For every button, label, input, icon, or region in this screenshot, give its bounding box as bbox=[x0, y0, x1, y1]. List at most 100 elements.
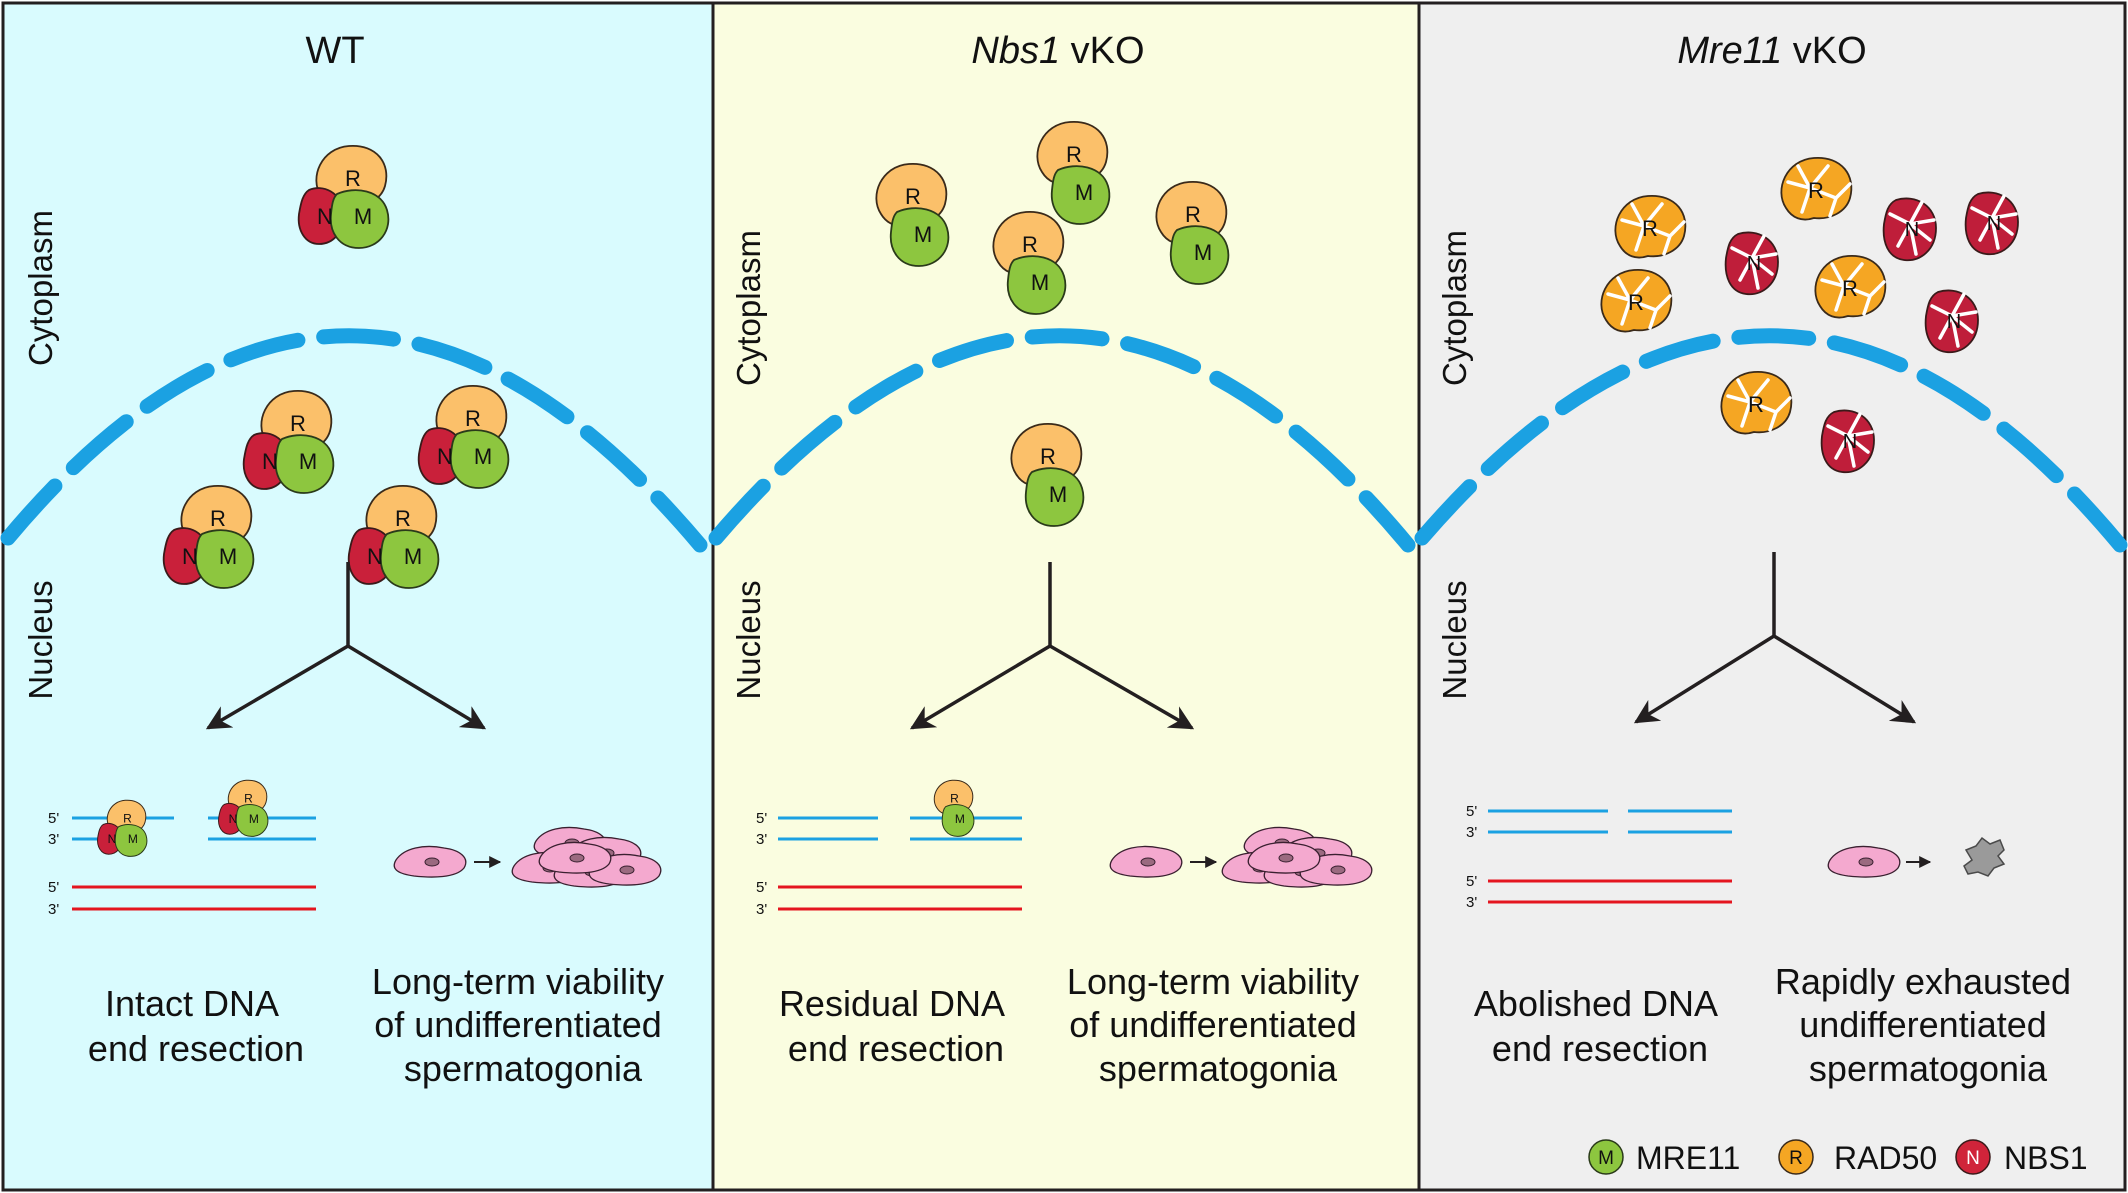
degraded-nbs1: N bbox=[1723, 230, 1780, 296]
mre11-legend-icon bbox=[1588, 1139, 1624, 1175]
mre11-letter: M bbox=[249, 812, 259, 826]
legend: M MRE11 R RAD50 N NBS1 bbox=[1588, 1139, 2088, 1176]
legend-letter-n: N bbox=[1966, 1148, 1980, 1169]
nbs1-letter: N bbox=[437, 444, 453, 469]
mr-complex: RM bbox=[1010, 422, 1085, 527]
nbs1-prime3-top: 3' bbox=[756, 831, 767, 848]
nbs1-letter: N bbox=[1905, 219, 1919, 241]
degraded-nbs1: N bbox=[1881, 196, 1938, 262]
mre11-letter: M bbox=[219, 544, 237, 569]
wt-nucleus-label: Nucleus bbox=[22, 580, 59, 699]
mr-complex: RM bbox=[1036, 120, 1111, 225]
nbs1-prime5-bottom: 5' bbox=[756, 879, 767, 896]
wt-cells bbox=[393, 826, 662, 888]
rad50-letter: R bbox=[1842, 276, 1858, 301]
nbs1-letter: N bbox=[1843, 431, 1857, 453]
degraded-nbs1: N bbox=[1923, 288, 1980, 354]
mr-complex: RM bbox=[1155, 180, 1230, 285]
nbs1-letter: N bbox=[317, 204, 333, 229]
rad50-letter: R bbox=[290, 411, 306, 436]
mre11-letter: M bbox=[914, 222, 932, 247]
rad50-letter: R bbox=[1022, 232, 1038, 257]
mre11-letter: M bbox=[955, 812, 965, 826]
nbs1-cells bbox=[1109, 826, 1373, 888]
mre11-prime5-top: 5' bbox=[1466, 803, 1477, 820]
legend-item-rad50: R RAD50 bbox=[1778, 1139, 1937, 1176]
mre11-letter: M bbox=[1075, 180, 1093, 205]
legend-label-mre11: MRE11 bbox=[1636, 1140, 1740, 1176]
nbs1-letter: N bbox=[262, 449, 278, 474]
mre11-prime3-bottom: 3' bbox=[1466, 894, 1477, 911]
mre11-cells bbox=[1827, 836, 2006, 878]
degraded-nbs1: N bbox=[1963, 190, 2020, 256]
nbs1-legend-icon bbox=[1955, 1139, 1991, 1175]
degraded-rad50: R bbox=[1813, 254, 1888, 320]
rad50-letter: R bbox=[1808, 178, 1824, 203]
wt-branch-arrows bbox=[205, 562, 487, 730]
rad50-letter: R bbox=[345, 166, 361, 191]
nbs1-branch-arrows bbox=[909, 562, 1195, 730]
nbs1-prime5-top: 5' bbox=[756, 810, 767, 827]
mre11-letter: M bbox=[1031, 270, 1049, 295]
rad50-letter: R bbox=[1040, 444, 1056, 469]
mre11-title: Mre11 vKO bbox=[1677, 30, 1866, 72]
mr-complex: RM bbox=[875, 162, 950, 267]
wt-title: WT bbox=[305, 30, 364, 72]
mre11-letter: M bbox=[128, 832, 138, 846]
nbs1-letter: N bbox=[182, 544, 198, 569]
rad50-letter: R bbox=[1066, 142, 1082, 167]
rad50-legend-icon bbox=[1778, 1139, 1814, 1175]
nbs1-letter: N bbox=[229, 812, 238, 826]
mre11-letter: M bbox=[299, 449, 317, 474]
mre11-prime5-bottom: 5' bbox=[1466, 873, 1477, 890]
wt-prime5-bottom: 5' bbox=[48, 879, 59, 896]
dead-cell-icon bbox=[1963, 836, 2006, 877]
degraded-rad50: R bbox=[1599, 268, 1674, 334]
degraded-rad50: R bbox=[1779, 156, 1854, 222]
nbs1-prime3-bottom: 3' bbox=[756, 901, 767, 918]
nbs1-letter: N bbox=[1947, 311, 1961, 333]
legend-letter-m: M bbox=[1598, 1148, 1614, 1169]
mre11-letter: M bbox=[404, 544, 422, 569]
rad50-letter: R bbox=[905, 184, 921, 209]
nbs1-letter: N bbox=[1747, 253, 1761, 275]
legend-label-nbs1: NBS1 bbox=[2004, 1140, 2088, 1176]
nbs1-letter: N bbox=[367, 544, 383, 569]
legend-label-rad50: RAD50 bbox=[1834, 1140, 1937, 1176]
mre11-letter: M bbox=[1049, 482, 1067, 507]
rad50-letter: R bbox=[1748, 392, 1764, 417]
nbs1-title: Nbs1 vKO bbox=[971, 30, 1144, 72]
nbs1-left-caption: Residual DNA end resection bbox=[779, 983, 1013, 1069]
mre11-letter: M bbox=[1194, 240, 1212, 265]
rad50-letter: R bbox=[210, 506, 226, 531]
wt-left-caption: Intact DNA end resection bbox=[88, 983, 304, 1069]
mre11-left-caption: Abolished DNA end resection bbox=[1474, 983, 1726, 1069]
rad50-letter: R bbox=[950, 791, 959, 805]
wt-prime3-top: 3' bbox=[48, 831, 59, 848]
wt-right-caption: Long-term viability of undifferentiated … bbox=[372, 961, 674, 1089]
wt-prime5-top: 5' bbox=[48, 810, 59, 827]
legend-item-mre11: M MRE11 bbox=[1588, 1139, 1740, 1176]
mre11-letter: M bbox=[474, 444, 492, 469]
rad50-letter: R bbox=[1628, 290, 1644, 315]
legend-letter-r: R bbox=[1789, 1148, 1803, 1169]
degraded-nbs1: N bbox=[1819, 408, 1876, 474]
mre11-nucleus-label: Nucleus bbox=[1436, 580, 1473, 699]
degraded-rad50: R bbox=[1613, 194, 1688, 260]
mre11-nuclear-membrane bbox=[1414, 328, 2128, 553]
rad50-letter: R bbox=[123, 811, 132, 825]
nbs1-letter: N bbox=[1987, 213, 2001, 235]
rad50-letter: R bbox=[1642, 216, 1658, 241]
wt-nuclear-membrane bbox=[0, 328, 708, 553]
nbs1-dna-end-complex: RM bbox=[933, 779, 975, 837]
